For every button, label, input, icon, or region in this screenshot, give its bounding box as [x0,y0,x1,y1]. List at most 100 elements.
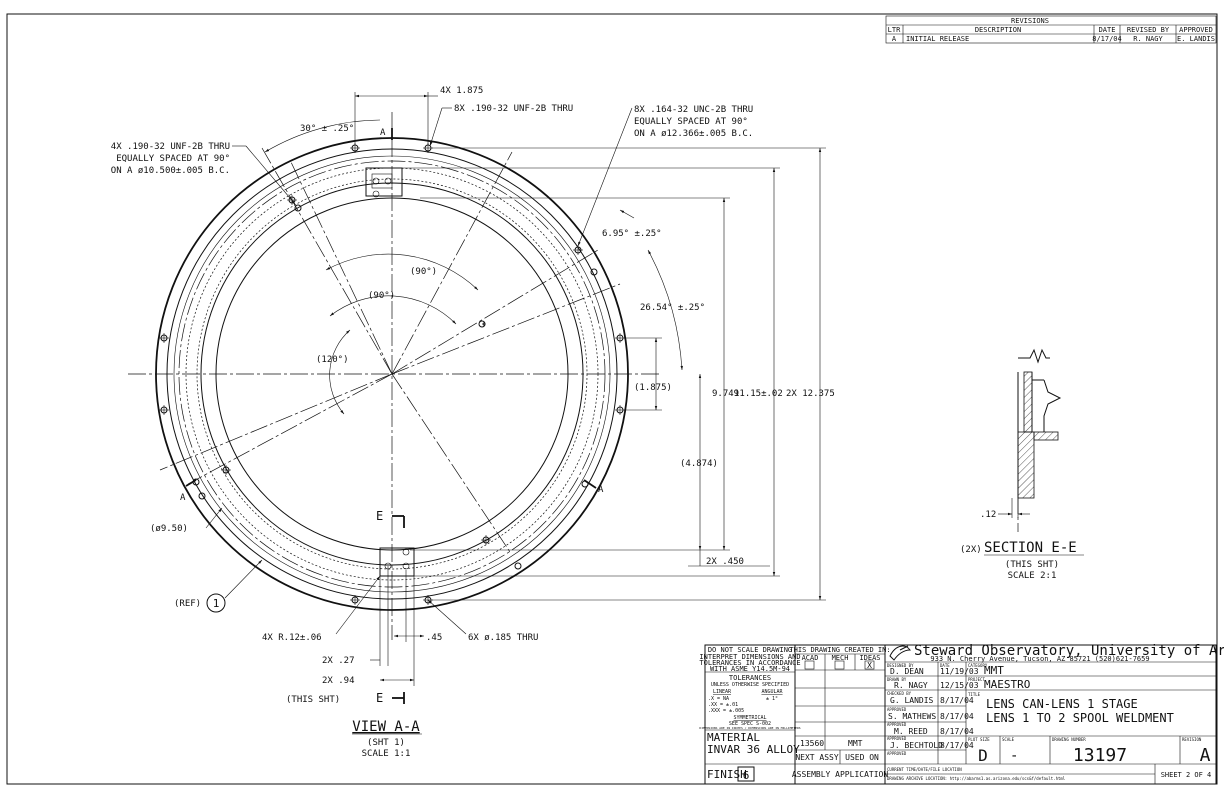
used-on-label: USED ON [845,753,879,762]
dim-2x-450: 2X .450 [706,557,744,567]
tolerances-title: TOLERANCES [729,674,771,682]
drawing-number-value: 13197 [1073,745,1127,766]
created-mech: MECH [832,654,849,662]
dim-2x-27: 2X .27 [322,656,355,666]
dim-8x-164-line3: ON A ø12.366±.005 B.C. [634,129,753,139]
dim-8x-164-line2: EQUALLY SPACED AT 90° [634,117,748,127]
archive-location: DRAWING ARCHIVE LOCATION: http://abarms1… [887,776,1066,781]
org-name: Steward Observatory, University of Arizo… [914,643,1224,659]
item-balloon-number: 1 [213,597,220,610]
finish-number: 6 [743,769,750,782]
dim-1875-paren: (1.875) [634,383,672,393]
current-file-label: CURRENT TIME/DATE/FILE LOCATION [887,767,962,772]
drawing-border [6,13,1218,785]
sheet-number: SHEET 2 OF 4 [1161,771,1212,779]
signoff-date-3: 8/17/04 [940,712,974,721]
tol-spec: SEE SPEC S-002 [729,721,771,727]
tol-angular-value: ± 1° [766,696,778,702]
signoff-label-6: APPROVED [887,751,907,756]
view-sub1: (SHT 1) [367,738,405,748]
dim-90-deg-b: (90°) [368,291,395,301]
view-a-a: 4X 1.875 8X .190-32 UNF-2B THRU 30° ± .2… [111,86,835,759]
revisions-block: REVISIONS LTR DESCRIPTION DATE REVISED B… [885,15,1217,44]
ideas-checkbox [864,660,875,670]
scale-value: - [1010,748,1018,764]
section-prefix: (2X) [960,545,982,555]
next-assy-label: NEXT ASSY [795,753,839,762]
org-address: 933 N. Cherry Avenue, Tucson, AZ 85721 (… [930,655,1149,663]
title-block: DO NOT SCALE DRAWING INTERPRET DIMENSION… [699,643,1224,785]
rev-header-approved: APPROVED [1179,26,1213,34]
dim-695-deg: 6.95° ±.25° [602,229,662,239]
rev-header-description: DESCRIPTION [975,26,1021,34]
dim-9749: 9.749 [712,389,739,399]
view-title: VIEW A-A [352,719,420,735]
signoff-date-4: 8/17/04 [940,727,974,736]
rev-header-revised-by: REVISED BY [1127,26,1170,34]
section-sub1: (THIS SHT) [1005,560,1059,570]
dim-120-deg: (120°) [316,355,349,365]
rev-header-date: DATE [1099,26,1116,34]
signoff-name-1: R. NAGY [894,681,928,690]
note-line2: INTERPRET DIMENSIONS AND [699,653,800,661]
dim-4x-190-line3: ON A ø10.500±.005 B.C. [111,166,230,176]
rev-row-revised-by: R. NAGY [1133,35,1163,43]
dim-1115: 11.15±.02 [734,389,783,399]
section-dim-12: .12 [980,510,996,520]
item-balloon [206,593,226,613]
drawing-title-line2: LENS 1 TO 2 SPOOL WELDMENT [986,711,1174,725]
signoff-label-1: DRAWN BY [887,677,907,682]
rev-row-approved: E. LANDIS [1177,35,1215,43]
project-value: MAESTRO [984,678,1030,691]
dim-dia-950: (ø9.50) [150,524,188,534]
dim-4x-190-line1: 4X .190-32 UNF-2B THRU [111,142,230,152]
signoff-label-3: APPROVED [887,707,907,712]
dims-unit-note: DIMENSIONS ARE IN INCHES / DIMENSIONS AR… [699,726,800,730]
signoff-date-2: 8/17/04 [940,696,974,705]
acad-checkbox [804,660,815,670]
section-e-e: .12 (2X) SECTION E-E (THIS SHT) SCALE 2:… [960,348,1084,581]
ideas-mark: X [867,661,872,670]
category-value: MMT [984,664,1004,677]
cut-a-right: A [598,485,604,495]
signoff-date-1: 12/15/03 [940,681,979,690]
created-acad: ACAD [802,654,819,662]
section-sub2: SCALE 2:1 [1008,571,1057,581]
title-label: TITLE [968,692,981,697]
dim-4x-r12: 4X R.12±.06 [262,633,322,643]
signoff-name-0: D. DEAN [890,667,924,676]
revisions-title: REVISIONS [1011,17,1049,25]
dim-30-deg: 30° ± .25° [300,124,354,134]
plot-size-value: D [978,746,988,765]
cut-a-left: A [180,493,186,503]
this-sht-label: (THIS SHT) [286,695,340,705]
material-label: MATERIAL [707,731,760,744]
signoff-label-2: CHECKED BY [887,691,912,696]
note-line1: DO NOT SCALE DRAWING [708,646,792,654]
rev-row-ltr: A [892,35,897,43]
dim-90-deg-a: (90°) [410,267,437,277]
tol-xxx: .XXX = ±.005 [708,708,744,714]
category-label: CATEGORY [968,663,988,668]
assembly-application-label: ASSEMBLY APPLICATION [792,770,889,779]
signoff-date-5: 8/17/04 [940,741,974,750]
dim-12375: 2X 12.375 [786,389,835,399]
dim-ref: (REF) [174,599,201,609]
revision-value: A [1200,745,1211,766]
assy-number: 13560 [800,739,824,748]
mech-checkbox [834,660,845,670]
tol-xx: .XX = ±.01 [708,702,738,708]
note-line4: WITH ASME Y14.5M-94 [710,665,790,673]
tolerances-sub: UNLESS OTHERWISE SPECIFIED [711,682,789,688]
project-label: PROJECT [968,677,985,682]
tol-symmetrical: SYMMETRICAL [733,715,766,721]
tol-linear: LINEAR [713,689,732,695]
dim-2x-94: 2X .94 [322,676,355,686]
note-line3: TOLERANCES IN ACCORDANCE [699,659,800,667]
observatory-logo [889,645,911,661]
tol-angular: ANGULAR [761,689,783,695]
dim-6x-dia-185: 6X ø.185 THRU [468,633,538,643]
material-value: INVAR 36 ALLOY [707,743,800,756]
view-sub2: SCALE 1:1 [362,749,411,759]
